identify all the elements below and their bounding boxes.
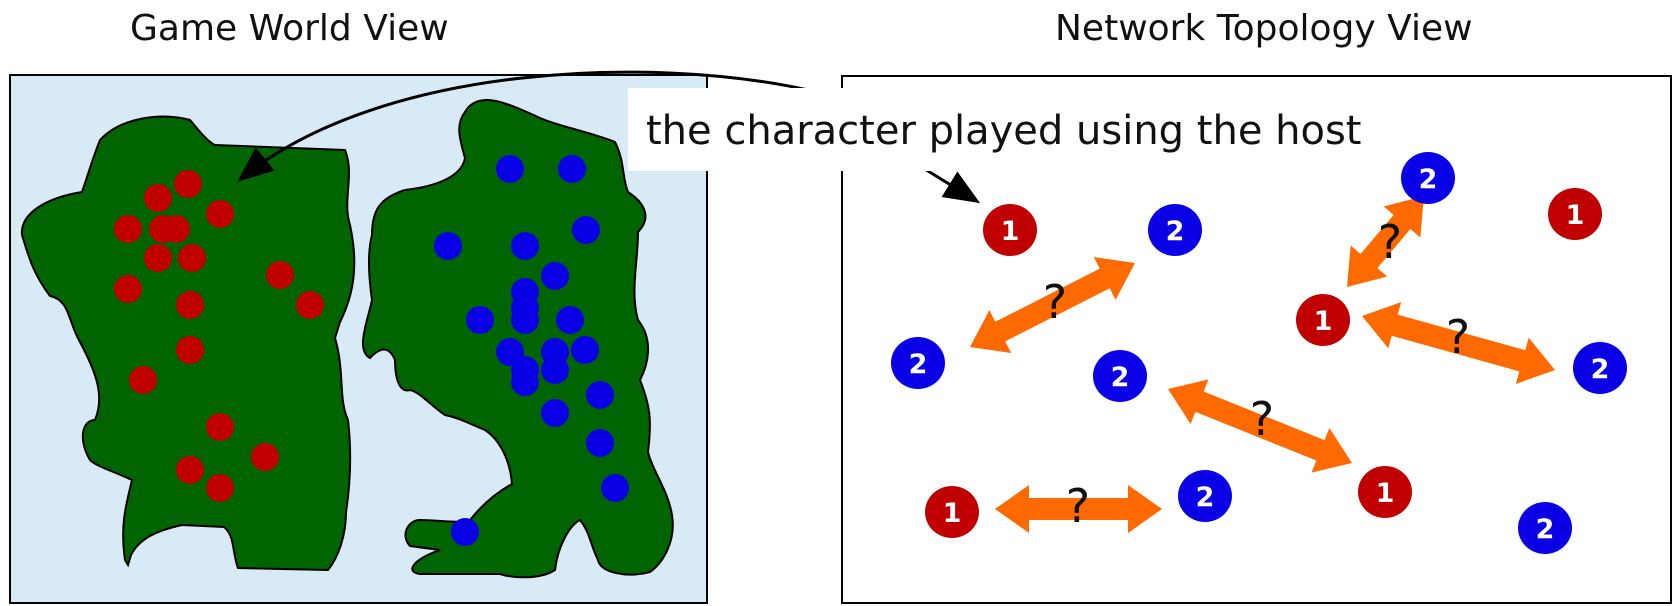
team2-character-dot xyxy=(511,368,539,396)
network-nodes: 1 2 2 1 2 2 1 2 1 2 1 2 xyxy=(891,152,1627,554)
node-label: 1 xyxy=(1566,200,1585,231)
team1-character-dot xyxy=(178,244,206,272)
node-circle xyxy=(1548,188,1602,240)
team1-character-dot xyxy=(206,474,234,502)
node-label: 1 xyxy=(1314,306,1333,337)
node-label: 2 xyxy=(1536,514,1555,545)
node-label: 2 xyxy=(1166,216,1185,247)
callout-arrow-to-island xyxy=(237,70,809,182)
team1-character-dot xyxy=(206,200,234,228)
team1-character-dot xyxy=(266,261,294,289)
node-label: 1 xyxy=(943,498,962,529)
network-node-team1: 1 xyxy=(1296,294,1350,346)
callout-text: the character played using the host xyxy=(646,108,1362,154)
node-circle xyxy=(1518,502,1572,554)
team1-character-dot xyxy=(206,413,234,441)
node-label: 2 xyxy=(1111,362,1130,393)
team1-character-dot xyxy=(144,244,172,272)
team2-character-dot xyxy=(511,232,539,260)
node-circle xyxy=(1573,342,1627,394)
network-node-team2: 2 xyxy=(1401,152,1455,204)
callout-box xyxy=(628,88,1363,171)
network-node-team2: 2 xyxy=(1093,350,1147,402)
network-link: ? xyxy=(970,257,1135,353)
link-question-mark: ? xyxy=(1250,392,1274,446)
team1-character-dot xyxy=(251,443,279,471)
link-question-mark: ? xyxy=(1043,275,1067,329)
team1-character-dot xyxy=(176,291,204,319)
team2-character-dot xyxy=(586,429,614,457)
network-links: ????? xyxy=(970,195,1555,533)
network-link: ? xyxy=(1362,302,1555,384)
team2-character-dot xyxy=(601,474,629,502)
right-island xyxy=(361,99,674,579)
network-node-team2: 2 xyxy=(1178,470,1232,522)
node-circle xyxy=(1358,466,1412,518)
network-link: ? xyxy=(1167,379,1353,473)
team1-character-dot xyxy=(174,170,202,198)
team2-character-dot xyxy=(466,306,494,334)
node-circle xyxy=(925,486,979,538)
node-label: 2 xyxy=(1419,164,1438,195)
team1-character-dot xyxy=(114,215,142,243)
team1-character-dot xyxy=(144,184,172,212)
double-arrow-icon xyxy=(995,485,1162,533)
node-circle xyxy=(1178,470,1232,522)
node-circle xyxy=(1148,204,1202,256)
node-circle xyxy=(1296,294,1350,346)
team2-character-dot xyxy=(556,306,584,334)
network-node-team1: 1 xyxy=(1548,188,1602,240)
node-circle xyxy=(1401,152,1455,204)
network-node-team2: 2 xyxy=(1573,342,1627,394)
team2-character-dot xyxy=(496,155,524,183)
team2-character-dot xyxy=(541,356,569,384)
game-world-title: Game World View xyxy=(130,8,449,49)
team2-character-dot xyxy=(572,216,600,244)
link-question-mark: ? xyxy=(1446,310,1470,364)
double-arrow-icon xyxy=(1362,302,1555,384)
node-label: 1 xyxy=(1376,478,1395,509)
network-node-team1: 1 xyxy=(1358,466,1412,518)
team1-character-dot xyxy=(176,336,204,364)
network-node-team2: 2 xyxy=(1518,502,1572,554)
double-arrow-icon xyxy=(1346,195,1425,288)
team1-character-dot xyxy=(162,215,190,243)
double-arrow-icon xyxy=(970,257,1135,353)
network-node-team1: 1 xyxy=(925,486,979,538)
node-label: 2 xyxy=(909,349,928,380)
team2-character-dot xyxy=(451,518,479,546)
team1-character-dot xyxy=(114,275,142,303)
team2-character-dot xyxy=(511,306,539,334)
team2-character-dot xyxy=(541,262,569,290)
team1-character-dot xyxy=(296,291,324,319)
network-link: ? xyxy=(1346,195,1425,288)
game-world-characters xyxy=(114,155,629,546)
team2-character-dot xyxy=(541,399,569,427)
link-question-mark: ? xyxy=(1066,479,1090,533)
network-topology-title: Network Topology View xyxy=(1055,8,1473,49)
node-label: 2 xyxy=(1591,354,1610,385)
network-node-team2: 2 xyxy=(1148,204,1202,256)
team1-character-dot xyxy=(176,456,204,484)
team2-character-dot xyxy=(571,336,599,364)
team2-character-dot xyxy=(586,381,614,409)
node-circle xyxy=(1093,350,1147,402)
team1-character-dot xyxy=(129,366,157,394)
link-question-mark: ? xyxy=(1378,215,1402,269)
node-label: 1 xyxy=(1001,216,1020,247)
node-circle xyxy=(891,337,945,389)
node-label: 2 xyxy=(1196,482,1215,513)
team2-character-dot xyxy=(558,155,586,183)
network-node-team1: 1 xyxy=(983,204,1037,256)
network-link: ? xyxy=(995,479,1162,533)
team2-character-dot xyxy=(434,232,462,260)
double-arrow-icon xyxy=(1167,379,1353,473)
network-node-team2: 2 xyxy=(891,337,945,389)
node-circle xyxy=(983,204,1037,256)
